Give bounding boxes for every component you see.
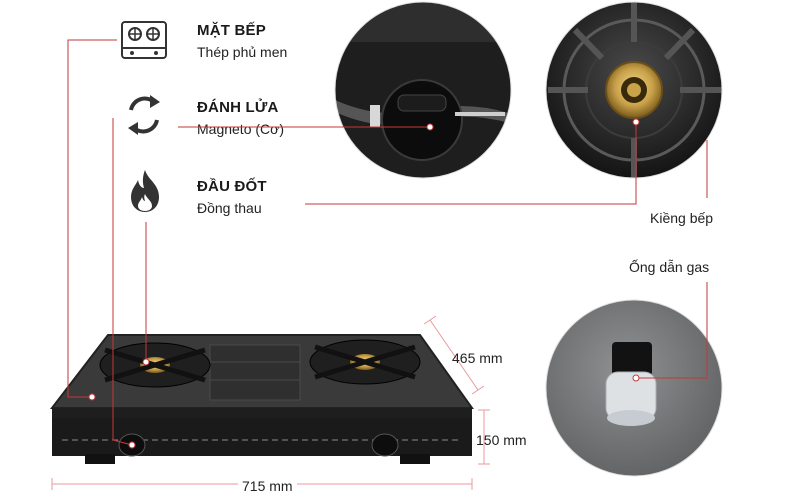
zoom-burner — [546, 2, 722, 178]
feature-title-surface: MẶT BẾP — [197, 22, 266, 39]
zoom-gas-pipe — [546, 300, 722, 476]
stove-body — [49, 334, 474, 464]
callout-gas-pipe: Ống dẫn gas — [629, 259, 710, 275]
flame-icon — [126, 168, 164, 214]
ignition-cycle-icon — [124, 92, 164, 138]
callout-pan-support: Kiềng bếp — [650, 210, 714, 226]
dimension-width: 715 mm — [238, 478, 297, 494]
zoom-ignition-knob — [335, 2, 511, 178]
stove-top-icon — [120, 20, 168, 60]
feature-title-ignition: ĐÁNH LỬA — [197, 99, 279, 116]
dimension-height: 150 mm — [476, 432, 527, 448]
feature-subtitle-surface: Thép phủ men — [197, 44, 288, 60]
feature-subtitle-burner: Đồng thau — [197, 200, 262, 216]
feature-title-burner: ĐẦU ĐỐT — [197, 178, 267, 195]
feature-subtitle-ignition: Magneto (Cơ) — [197, 121, 284, 137]
dimension-depth: 465 mm — [452, 350, 503, 366]
